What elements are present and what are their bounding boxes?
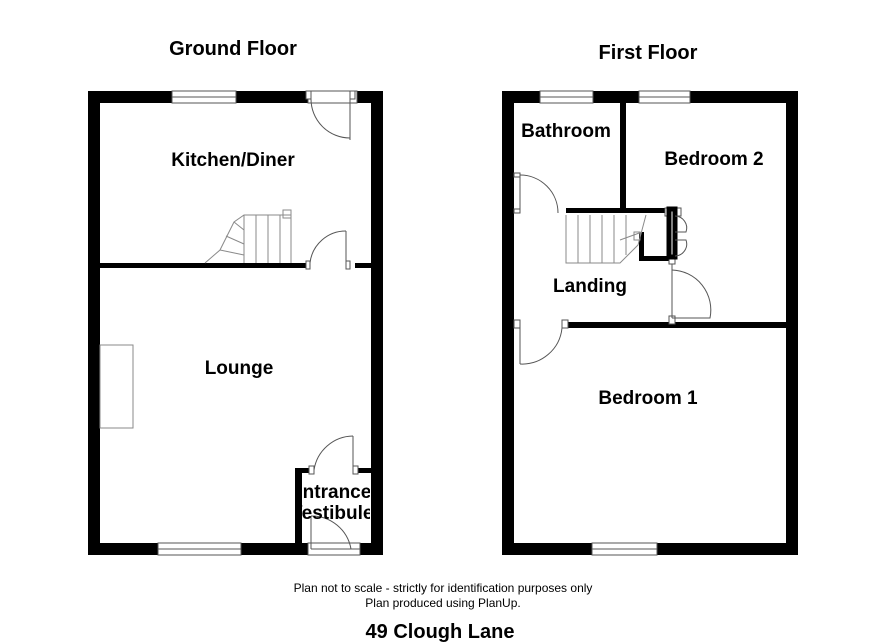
front-door — [307, 515, 361, 556]
bathroom-label: Bathroom — [521, 121, 611, 142]
entrance-label: Entrance — [290, 482, 371, 503]
bathroom-door — [513, 172, 559, 214]
lounge-label: Lounge — [205, 358, 274, 379]
property-address: 49 Clough Lane — [366, 621, 515, 643]
fireplace — [99, 344, 134, 429]
vestibule-inner-door — [308, 435, 359, 475]
kitchen-lounge-door — [305, 230, 351, 270]
bedroom2-door — [668, 255, 712, 325]
first-floor-room-labels: Bathroom Bedroom 2 Landing Bedroom 1 — [521, 121, 763, 409]
ground-floor-windows — [157, 90, 242, 556]
ground-floor-walls — [88, 91, 383, 555]
cupboard-door — [664, 206, 688, 260]
ground-floor-doors — [305, 90, 361, 556]
footer: Plan not to scale - strictly for identif… — [294, 581, 593, 643]
ground-floor-room-labels: Kitchen/Diner Lounge Entrance Vestibule — [171, 150, 373, 524]
first-floor-fixtures — [565, 214, 647, 264]
landing-label: Landing — [553, 276, 627, 297]
first-floor-walls — [502, 91, 798, 555]
kitchen-back-door — [305, 90, 358, 140]
first-floor-plan: First Floor — [502, 42, 798, 556]
first-staircase — [565, 214, 647, 264]
bedroom2-label: Bedroom 2 — [664, 149, 763, 170]
produced-by-text: Plan produced using PlanUp. — [365, 596, 520, 610]
ground-floor-fixtures — [99, 209, 292, 429]
kitchen-diner-label: Kitchen/Diner — [171, 150, 295, 171]
first-floor-windows — [539, 90, 691, 556]
bedroom1-door — [513, 319, 569, 365]
ground-staircase — [204, 209, 292, 264]
ground-floor-plan: Ground Floor — [88, 38, 383, 556]
disclaimer-text: Plan not to scale - strictly for identif… — [294, 581, 593, 595]
vestibule-label: Vestibule — [290, 503, 373, 524]
first-floor-doors — [513, 172, 712, 365]
first-floor-title: First Floor — [599, 42, 698, 64]
ground-floor-title: Ground Floor — [169, 38, 297, 60]
bedroom1-label: Bedroom 1 — [598, 388, 698, 409]
